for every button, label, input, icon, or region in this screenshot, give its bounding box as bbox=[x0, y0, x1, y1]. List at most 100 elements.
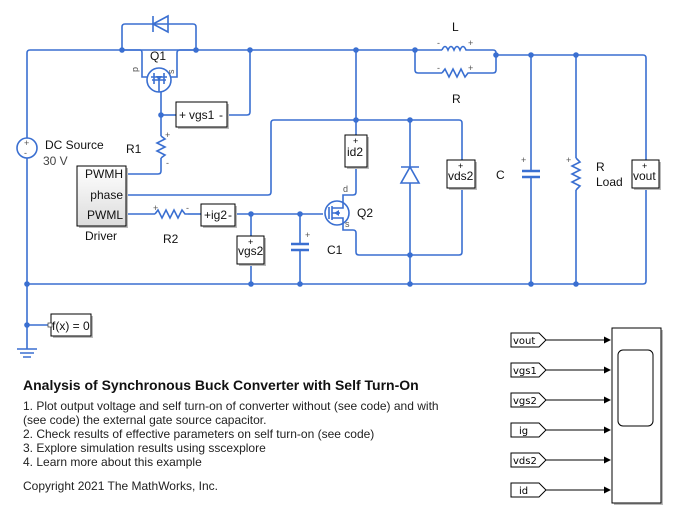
ig2-minus: - bbox=[228, 208, 232, 222]
inductor-l[interactable]: - + L bbox=[437, 20, 473, 53]
note-item-plot[interactable]: 1. Plot output voltage and self turn-on … bbox=[23, 399, 439, 427]
vout-plus: + bbox=[642, 161, 647, 171]
wire-q1-drain[interactable] bbox=[122, 49, 148, 78]
wire-phase[interactable] bbox=[126, 119, 463, 196]
from-tag-vds2[interactable]: vds2 bbox=[510, 452, 611, 468]
c-label: C bbox=[496, 168, 505, 182]
vout-label: vout bbox=[633, 169, 656, 183]
l-label: L bbox=[452, 20, 459, 34]
note-item-explore[interactable]: 3. Explore simulation results using ssce… bbox=[23, 441, 266, 455]
q1-source-pin: s bbox=[166, 69, 176, 74]
resistor-r2[interactable]: + - R2 bbox=[153, 203, 189, 246]
capacitor-c1[interactable]: + C1 bbox=[291, 230, 343, 257]
scope-block[interactable] bbox=[611, 327, 663, 505]
dc-source-label: DC Source bbox=[45, 138, 104, 152]
capacitor-c[interactable]: + C bbox=[496, 155, 540, 182]
arrow-icon bbox=[604, 486, 611, 494]
vgs1-plus: + bbox=[179, 108, 186, 122]
r-label: R bbox=[452, 92, 461, 106]
from-tag-label: ig bbox=[519, 426, 528, 437]
r2-label: R2 bbox=[163, 232, 179, 246]
wire-q2-source[interactable] bbox=[342, 187, 463, 256]
driver-label: Driver bbox=[85, 229, 117, 243]
dc-source-value: 30 V bbox=[43, 154, 68, 168]
arrow-icon bbox=[604, 426, 611, 434]
wire-top-left[interactable] bbox=[26, 49, 415, 138]
annotation-panel: Analysis of Synchronous Buck Converter w… bbox=[23, 377, 463, 493]
wire-q1-diode[interactable] bbox=[121, 23, 197, 50]
from-tag-shape bbox=[510, 332, 547, 348]
resistor-r1[interactable]: + - R1 bbox=[126, 130, 170, 168]
driver-port-pwml: PWML bbox=[87, 208, 123, 222]
solver-config[interactable]: f(x) = 0 bbox=[47, 313, 93, 338]
wire-lr-right[interactable] bbox=[472, 49, 497, 74]
resistor-rload[interactable]: + R Load bbox=[566, 155, 623, 191]
id2-label: id2 bbox=[347, 145, 363, 159]
c1-plus: + bbox=[305, 230, 310, 240]
arrow-icon bbox=[604, 396, 611, 404]
sensor-id2[interactable]: + id2 bbox=[344, 134, 369, 169]
l-plus: + bbox=[468, 38, 473, 48]
model-title: Analysis of Synchronous Buck Converter w… bbox=[23, 377, 419, 393]
wire-lr-left[interactable] bbox=[414, 49, 442, 74]
from-tag-label: vds2 bbox=[513, 456, 537, 467]
from-tag-ig[interactable]: ig bbox=[510, 422, 611, 438]
from-tag-label: id bbox=[519, 486, 528, 497]
vgs2-plus: + bbox=[248, 237, 253, 247]
sensor-vout[interactable]: + vout bbox=[631, 159, 661, 190]
sensor-vgs2[interactable]: + vgs2 bbox=[236, 235, 266, 266]
q2-source-pin: s bbox=[345, 219, 350, 229]
wire-q1-source[interactable] bbox=[171, 49, 196, 78]
ig2-plus: + bbox=[204, 208, 211, 222]
wire-output-bus[interactable] bbox=[496, 54, 647, 160]
wire-bottom[interactable] bbox=[26, 158, 647, 340]
junctions bbox=[24, 47, 579, 328]
vgs1-minus: - bbox=[219, 108, 223, 122]
diode-q1[interactable] bbox=[150, 14, 170, 34]
wire-id2-q2[interactable] bbox=[342, 166, 357, 202]
r1-minus: - bbox=[166, 158, 169, 168]
q2-label: Q2 bbox=[357, 206, 373, 220]
q1-drain-pin: d bbox=[131, 67, 141, 72]
dc-minus: - bbox=[24, 148, 27, 158]
l-minus: - bbox=[437, 38, 440, 48]
scope-screen-icon bbox=[617, 349, 654, 427]
note-item-learn-more[interactable]: 4. Learn more about this example bbox=[23, 455, 202, 469]
r2-plus: + bbox=[153, 203, 158, 213]
mosfet-q2[interactable]: d s Q2 bbox=[324, 184, 373, 229]
c-plus: + bbox=[521, 155, 526, 165]
sensor-ig2[interactable]: + ig2 - bbox=[200, 203, 237, 228]
r-plus: + bbox=[468, 63, 473, 73]
note-item-check-results[interactable]: 2. Check results of effective parameters… bbox=[23, 427, 375, 441]
c1-label: C1 bbox=[327, 243, 343, 257]
ig2-label: ig2 bbox=[211, 208, 227, 222]
rload-label-2: Load bbox=[596, 175, 623, 189]
mosfet-q1[interactable]: Q1 d s bbox=[131, 49, 176, 93]
r-minus: - bbox=[437, 63, 440, 73]
dc-source[interactable]: + - DC Source 30 V bbox=[16, 137, 104, 168]
from-tag-shape bbox=[510, 362, 547, 378]
r2-minus: - bbox=[186, 203, 189, 213]
from-tag-vout[interactable]: vout bbox=[510, 332, 611, 348]
sensor-vgs1[interactable]: + vgs1 - bbox=[175, 101, 229, 129]
vgs2-label: vgs2 bbox=[238, 244, 264, 258]
driver-port-phase: phase bbox=[90, 188, 123, 202]
from-tag-id[interactable]: id bbox=[510, 482, 611, 498]
from-tag-vgs1[interactable]: vgs1 bbox=[510, 362, 611, 378]
wire-r1-pwmh[interactable] bbox=[126, 158, 162, 175]
arrow-icon bbox=[604, 336, 611, 344]
scope-inputs: vout vgs1 vgs2 ig vds2 id bbox=[510, 332, 611, 498]
diode-d2[interactable] bbox=[399, 165, 421, 184]
from-tag-label: vout bbox=[513, 336, 535, 347]
vds2-label: vds2 bbox=[448, 169, 474, 183]
resistor-r[interactable]: - + R bbox=[437, 63, 473, 106]
sensor-vds2[interactable]: + vds2 bbox=[446, 159, 477, 190]
driver-block[interactable]: PWMH phase PWML Driver bbox=[76, 165, 128, 243]
q1-label: Q1 bbox=[150, 49, 166, 63]
wire-vgs1-minus[interactable] bbox=[227, 50, 251, 116]
from-tag-vgs2[interactable]: vgs2 bbox=[510, 392, 611, 408]
vgs1-label: vgs1 bbox=[189, 108, 215, 122]
rload-label-1: R bbox=[596, 160, 605, 174]
dc-plus: + bbox=[24, 138, 29, 148]
